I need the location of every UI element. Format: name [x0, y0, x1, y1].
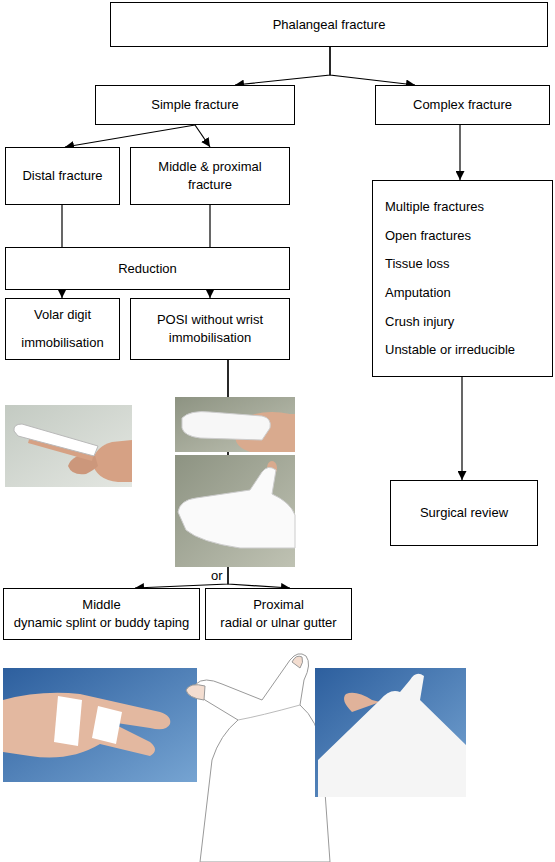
process-box: Surgical review	[390, 480, 538, 546]
process-box: Middledynamic splint or buddy taping	[3, 588, 200, 640]
node-text: Phalangeal fracture	[273, 16, 386, 34]
posi-splint-photo	[175, 397, 295, 452]
arrow-connector	[459, 125, 460, 180]
arrow-connector	[235, 47, 330, 85]
extended-finger	[28, 436, 94, 461]
hand-skin	[235, 412, 295, 452]
list-box: Multiple fracturesOpen fracturesTissue l…	[372, 180, 553, 377]
buddy-taping-photo	[3, 668, 197, 782]
arrow-connector	[228, 360, 290, 588]
finger-tips	[344, 693, 380, 712]
node-text: Proximal	[253, 596, 304, 614]
volar-splint-photo	[5, 405, 132, 487]
splint-outline	[195, 654, 330, 862]
node-text: Simple fracture	[151, 96, 238, 114]
arrow-connector	[461, 377, 462, 480]
process-box: Complex fracture	[375, 85, 550, 125]
node-text: dynamic splint or buddy taping	[14, 614, 190, 632]
hand-splint	[178, 467, 295, 548]
process-box: Volar digit immobilisation	[5, 298, 120, 360]
hand-skin	[3, 693, 170, 758]
line-connector	[209, 205, 210, 247]
node-text: POSI without wrist immobilisation	[139, 311, 281, 346]
photo-background	[175, 455, 295, 567]
arrow-connector	[330, 47, 415, 85]
finger-tips	[186, 685, 205, 700]
posi-hand-splint-photo	[175, 455, 295, 567]
node-text: Volar digit immobilisation	[14, 301, 111, 357]
arrow-connector	[135, 360, 228, 588]
arrow-connector	[61, 290, 62, 298]
node-text: Tissue loss	[385, 255, 450, 273]
photo-background	[175, 397, 295, 452]
node-text: Multiple fractures	[385, 198, 484, 216]
process-band: Reduction	[5, 247, 290, 290]
splint-edge	[238, 705, 300, 720]
photo-background	[315, 668, 466, 797]
branch-label: or	[211, 568, 223, 583]
node-text: Middle & proximal fracture	[139, 158, 281, 193]
curled-fingers	[68, 452, 98, 474]
gutter-splint-photo	[315, 668, 466, 797]
hand-skin	[92, 440, 132, 482]
node-text: radial or ulnar gutter	[220, 614, 336, 632]
node-text: Unstable or irreducible	[385, 341, 515, 359]
photo-background	[3, 668, 197, 782]
node-text: Crush injury	[385, 313, 454, 331]
arrow-connector	[195, 125, 210, 147]
tape-strip	[92, 706, 122, 744]
tape-strip	[54, 696, 82, 746]
photo-background	[5, 405, 132, 487]
node-text: Open fractures	[385, 227, 471, 245]
finger-splint	[182, 412, 270, 440]
thumb-tip	[267, 461, 277, 475]
process-box: POSI without wrist immobilisation	[130, 298, 290, 360]
node-text: Surgical review	[420, 504, 508, 522]
process-box: Phalangeal fracture	[110, 2, 548, 47]
process-box: Simple fracture	[95, 85, 295, 125]
node-text: Amputation	[385, 284, 451, 302]
node-text: Reduction	[118, 260, 177, 278]
gutter-splint-drawing	[186, 654, 330, 862]
line-connector	[61, 205, 62, 247]
process-box: Distal fracture	[5, 147, 120, 205]
node-text: Middle	[82, 596, 120, 614]
arrow-connector	[209, 290, 210, 298]
arrow-connector	[65, 125, 195, 147]
node-text: Complex fracture	[413, 96, 512, 114]
thumb-tip	[292, 656, 303, 668]
node-text: Distal fracture	[22, 167, 102, 185]
process-box: Middle & proximal fracture	[130, 147, 290, 205]
splint-outline	[318, 674, 466, 797]
finger-splint	[14, 424, 98, 456]
process-box: Proximalradial or ulnar gutter	[205, 588, 352, 640]
